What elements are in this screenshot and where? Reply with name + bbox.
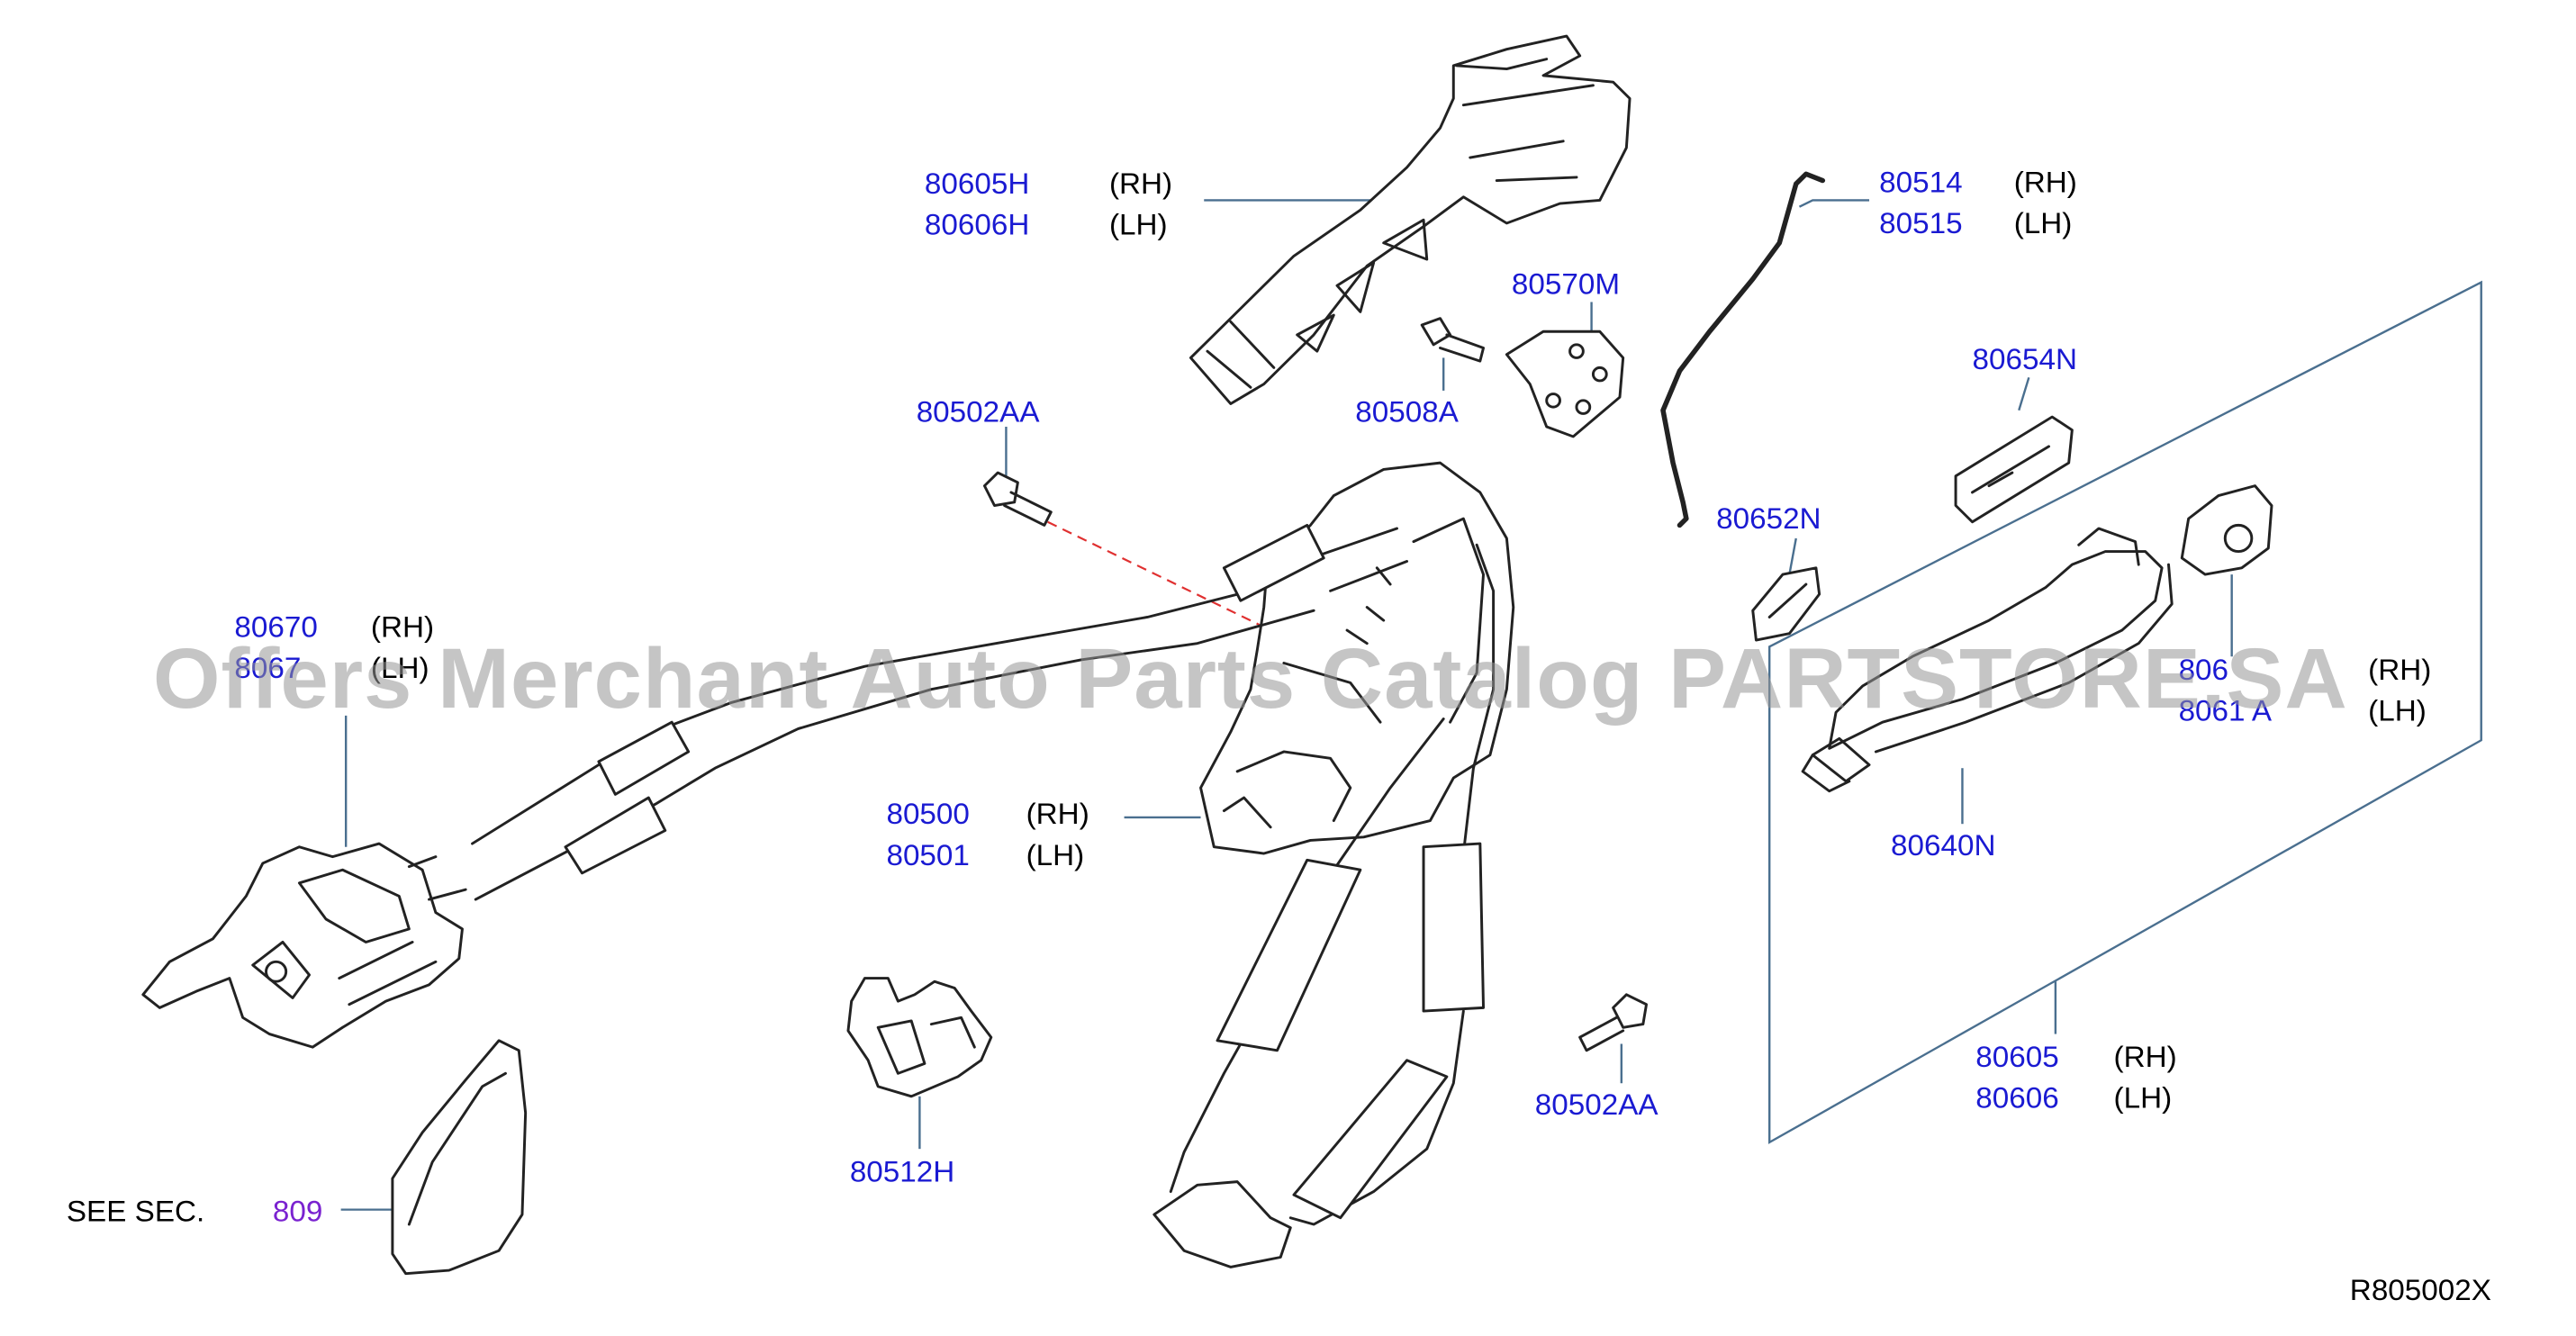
part-number-80500[interactable]: 80500 [886,798,970,831]
outside-door-handle [1801,527,2174,793]
bolt-80502AA-bottom [1578,993,1649,1052]
part-number-80606[interactable]: 80606 [1975,1081,2059,1115]
part-number-80501[interactable]: 80501 [886,838,970,872]
bolt-alignment-dashed-line [1047,520,1265,628]
assembly-outline-box [1768,280,2482,1144]
part-number-80671[interactable]: 8067 [234,651,302,685]
side-label-rh: (RH) [2013,166,2077,199]
part-number-80570M[interactable]: 80570M [1511,267,1621,301]
see-section-prefix: SEE SEC. [66,1195,205,1228]
inside-handle-80670 [141,842,467,1049]
part-number-80514[interactable]: 80514 [1879,166,1963,199]
side-label-lh: (LH) [1108,208,1168,241]
part-number-80502AA-lower[interactable]: 80502AA [1534,1088,1659,1122]
cable-assembly [471,523,1496,1268]
side-label-lh: (LH) [370,651,429,685]
side-label-rh: (RH) [1026,798,1089,831]
part-number-80652N[interactable]: 80652N [1716,501,1821,536]
leader-80514 [1798,199,1870,208]
part-number-80502AA[interactable]: 80502AA [916,395,1040,429]
door-lock-rod [1660,171,1826,528]
side-label-rh: (RH) [370,610,435,644]
diagram-code: R805002X [2349,1273,2491,1307]
clip-80652N [1751,566,1821,642]
part-number-80508A[interactable]: 80508A [1355,395,1459,429]
side-label-rh: (RH) [1108,167,1173,201]
part-number-80515[interactable]: 80515 [1879,206,1963,240]
side-label-lh: (LH) [1026,838,1085,872]
bolt-80508A [1420,317,1486,363]
part-number-80512H[interactable]: 80512H [849,1155,955,1188]
watermark-text: Offers Merchant Auto Parts Catalog PARTS… [152,631,2348,727]
see-section-link[interactable]: 809 [272,1195,323,1228]
bolt-80502AA-top [982,471,1053,527]
part-number-80611[interactable]: 8061 A [2178,694,2273,727]
part-number-80670[interactable]: 80670 [234,610,318,644]
part-number-80606H[interactable]: 80606H [924,208,1030,241]
side-label-rh: (RH) [2113,1040,2177,1074]
part-number-80654N[interactable]: 80654N [1972,343,2078,376]
outside-handle-bracket [1189,34,1631,405]
side-label-rh: (RH) [2368,653,2432,687]
side-label-lh: (LH) [2368,694,2427,727]
clip-80512H [846,977,993,1098]
leader-80652N [1788,537,1797,575]
leader-80654N [2018,376,2030,411]
key-cylinder-cap [2180,484,2273,576]
side-label-lh: (LH) [2113,1081,2173,1115]
escutcheon-80654N [1954,415,2074,524]
side-label-lh: (LH) [2013,206,2073,240]
gasket-plate-80570M [1505,329,1625,438]
part-number-80605H[interactable]: 80605H [924,167,1030,201]
part-number-80640N[interactable]: 80640N [1891,828,1996,862]
trim-cover-809 [391,1039,528,1276]
part-number-80610[interactable]: 806 [2178,653,2229,687]
part-number-80605[interactable]: 80605 [1975,1040,2059,1074]
